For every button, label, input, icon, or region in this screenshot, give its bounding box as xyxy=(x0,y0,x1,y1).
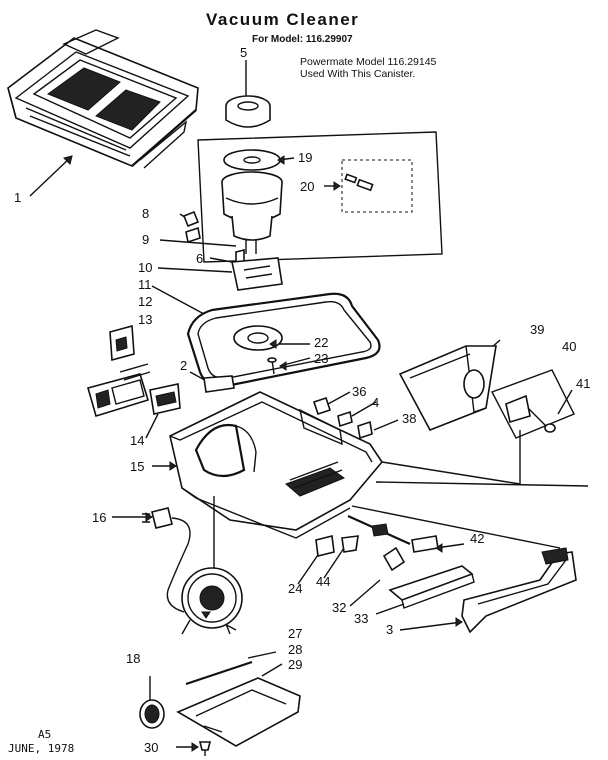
part-label-10: 10 xyxy=(138,260,153,275)
connection-lines xyxy=(213,430,589,580)
part-label-5: 5 xyxy=(240,45,248,60)
part-label-2: 2 xyxy=(180,358,188,373)
part-label-20: 20 xyxy=(300,179,315,194)
part-label-24: 24 xyxy=(288,581,303,596)
part-label-3: 3 xyxy=(386,622,394,637)
base-housing-drawing xyxy=(169,391,383,539)
part-label-23: 23 xyxy=(314,351,329,366)
parts-40-41-drawing xyxy=(491,369,575,439)
part-14-drawing xyxy=(149,383,181,415)
part-label-42: 42 xyxy=(470,531,485,546)
part-label-29: 29 xyxy=(288,657,303,672)
parts-36-4-38-drawing xyxy=(312,396,373,440)
part-label-33: 33 xyxy=(354,611,369,626)
part-label-39: 39 xyxy=(530,322,545,337)
part-label-13: 13 xyxy=(138,312,153,327)
switch-plate-drawing xyxy=(87,324,151,418)
part-label-44: 44 xyxy=(316,574,331,589)
arrowheads xyxy=(63,155,463,752)
part-label-15: 15 xyxy=(130,459,145,474)
powermate-note-line1: Powermate Model 116.29145 xyxy=(300,56,437,68)
bottom-screw-drawing xyxy=(198,741,212,756)
part-label-9: 9 xyxy=(142,232,150,247)
bottom-plate-drawing xyxy=(176,660,301,747)
part-label-22: 22 xyxy=(314,335,329,350)
part-label-18: 18 xyxy=(126,651,141,666)
switch-parts-drawing xyxy=(182,210,283,291)
part-label-38: 38 xyxy=(402,411,417,426)
top-cover-drawing xyxy=(7,29,199,169)
parts-32-33-drawing xyxy=(382,546,475,609)
screw-drawing xyxy=(267,357,277,375)
part-label-32: 32 xyxy=(332,600,347,615)
parts-24-44-drawing xyxy=(315,535,359,557)
footer-date: JUNE, 1978 xyxy=(8,742,75,755)
part-label-41: 41 xyxy=(576,376,591,391)
motor-drawing xyxy=(221,171,283,254)
part-label-14: 14 xyxy=(130,433,145,448)
part-label-8: 8 xyxy=(142,206,150,221)
part-label-16: 16 xyxy=(92,510,107,525)
part-label-12: 12 xyxy=(138,294,153,309)
gasket-drawing xyxy=(186,292,381,388)
part-label-28: 28 xyxy=(288,642,303,657)
power-cord-drawing xyxy=(142,507,191,613)
powermate-note-line2: Used With This Canister. xyxy=(300,68,416,80)
brushes-drawing xyxy=(344,173,374,192)
part-label-4: 4 xyxy=(372,395,380,410)
fan-drawing xyxy=(223,149,281,171)
bag-holder-drawing xyxy=(398,345,497,432)
part-42-drawing xyxy=(347,514,439,553)
bumper-drawing xyxy=(461,547,577,634)
footer-code: A5 xyxy=(38,728,52,741)
part-label-6: 6 xyxy=(196,251,204,266)
fan-cover-drawing xyxy=(225,95,271,128)
part-label-30: 30 xyxy=(144,740,159,755)
model-number: For Model: 116.29907 xyxy=(252,34,353,45)
wheel-drawing xyxy=(139,699,165,729)
part-label-40: 40 xyxy=(562,339,577,354)
cord-reel-drawing xyxy=(181,567,243,635)
part-label-36: 36 xyxy=(352,384,367,399)
part-label-1: 1 xyxy=(14,190,22,205)
part-label-27: 27 xyxy=(288,626,303,641)
part-label-19: 19 xyxy=(298,150,313,165)
part-label-11: 11 xyxy=(138,277,152,292)
part-2-drawing xyxy=(203,375,235,393)
motor-group-box xyxy=(197,131,443,263)
diagram-title: Vacuum Cleaner xyxy=(206,10,360,29)
